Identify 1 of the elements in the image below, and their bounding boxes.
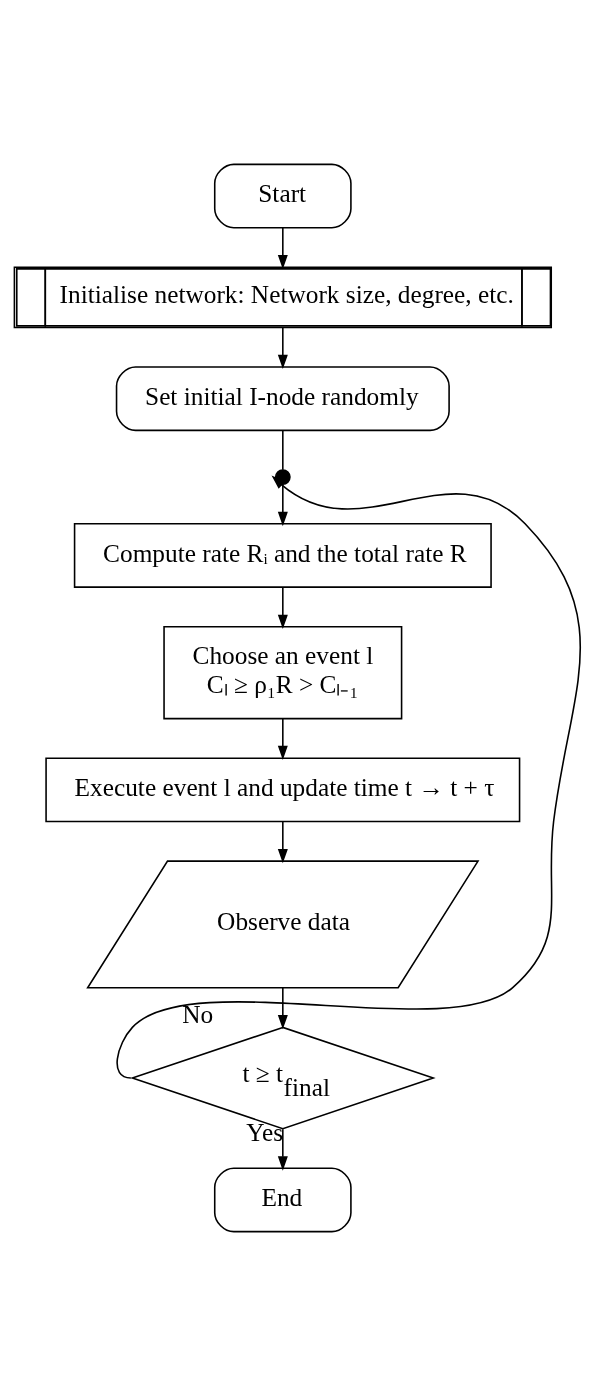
edge-label: No [182,999,214,1028]
